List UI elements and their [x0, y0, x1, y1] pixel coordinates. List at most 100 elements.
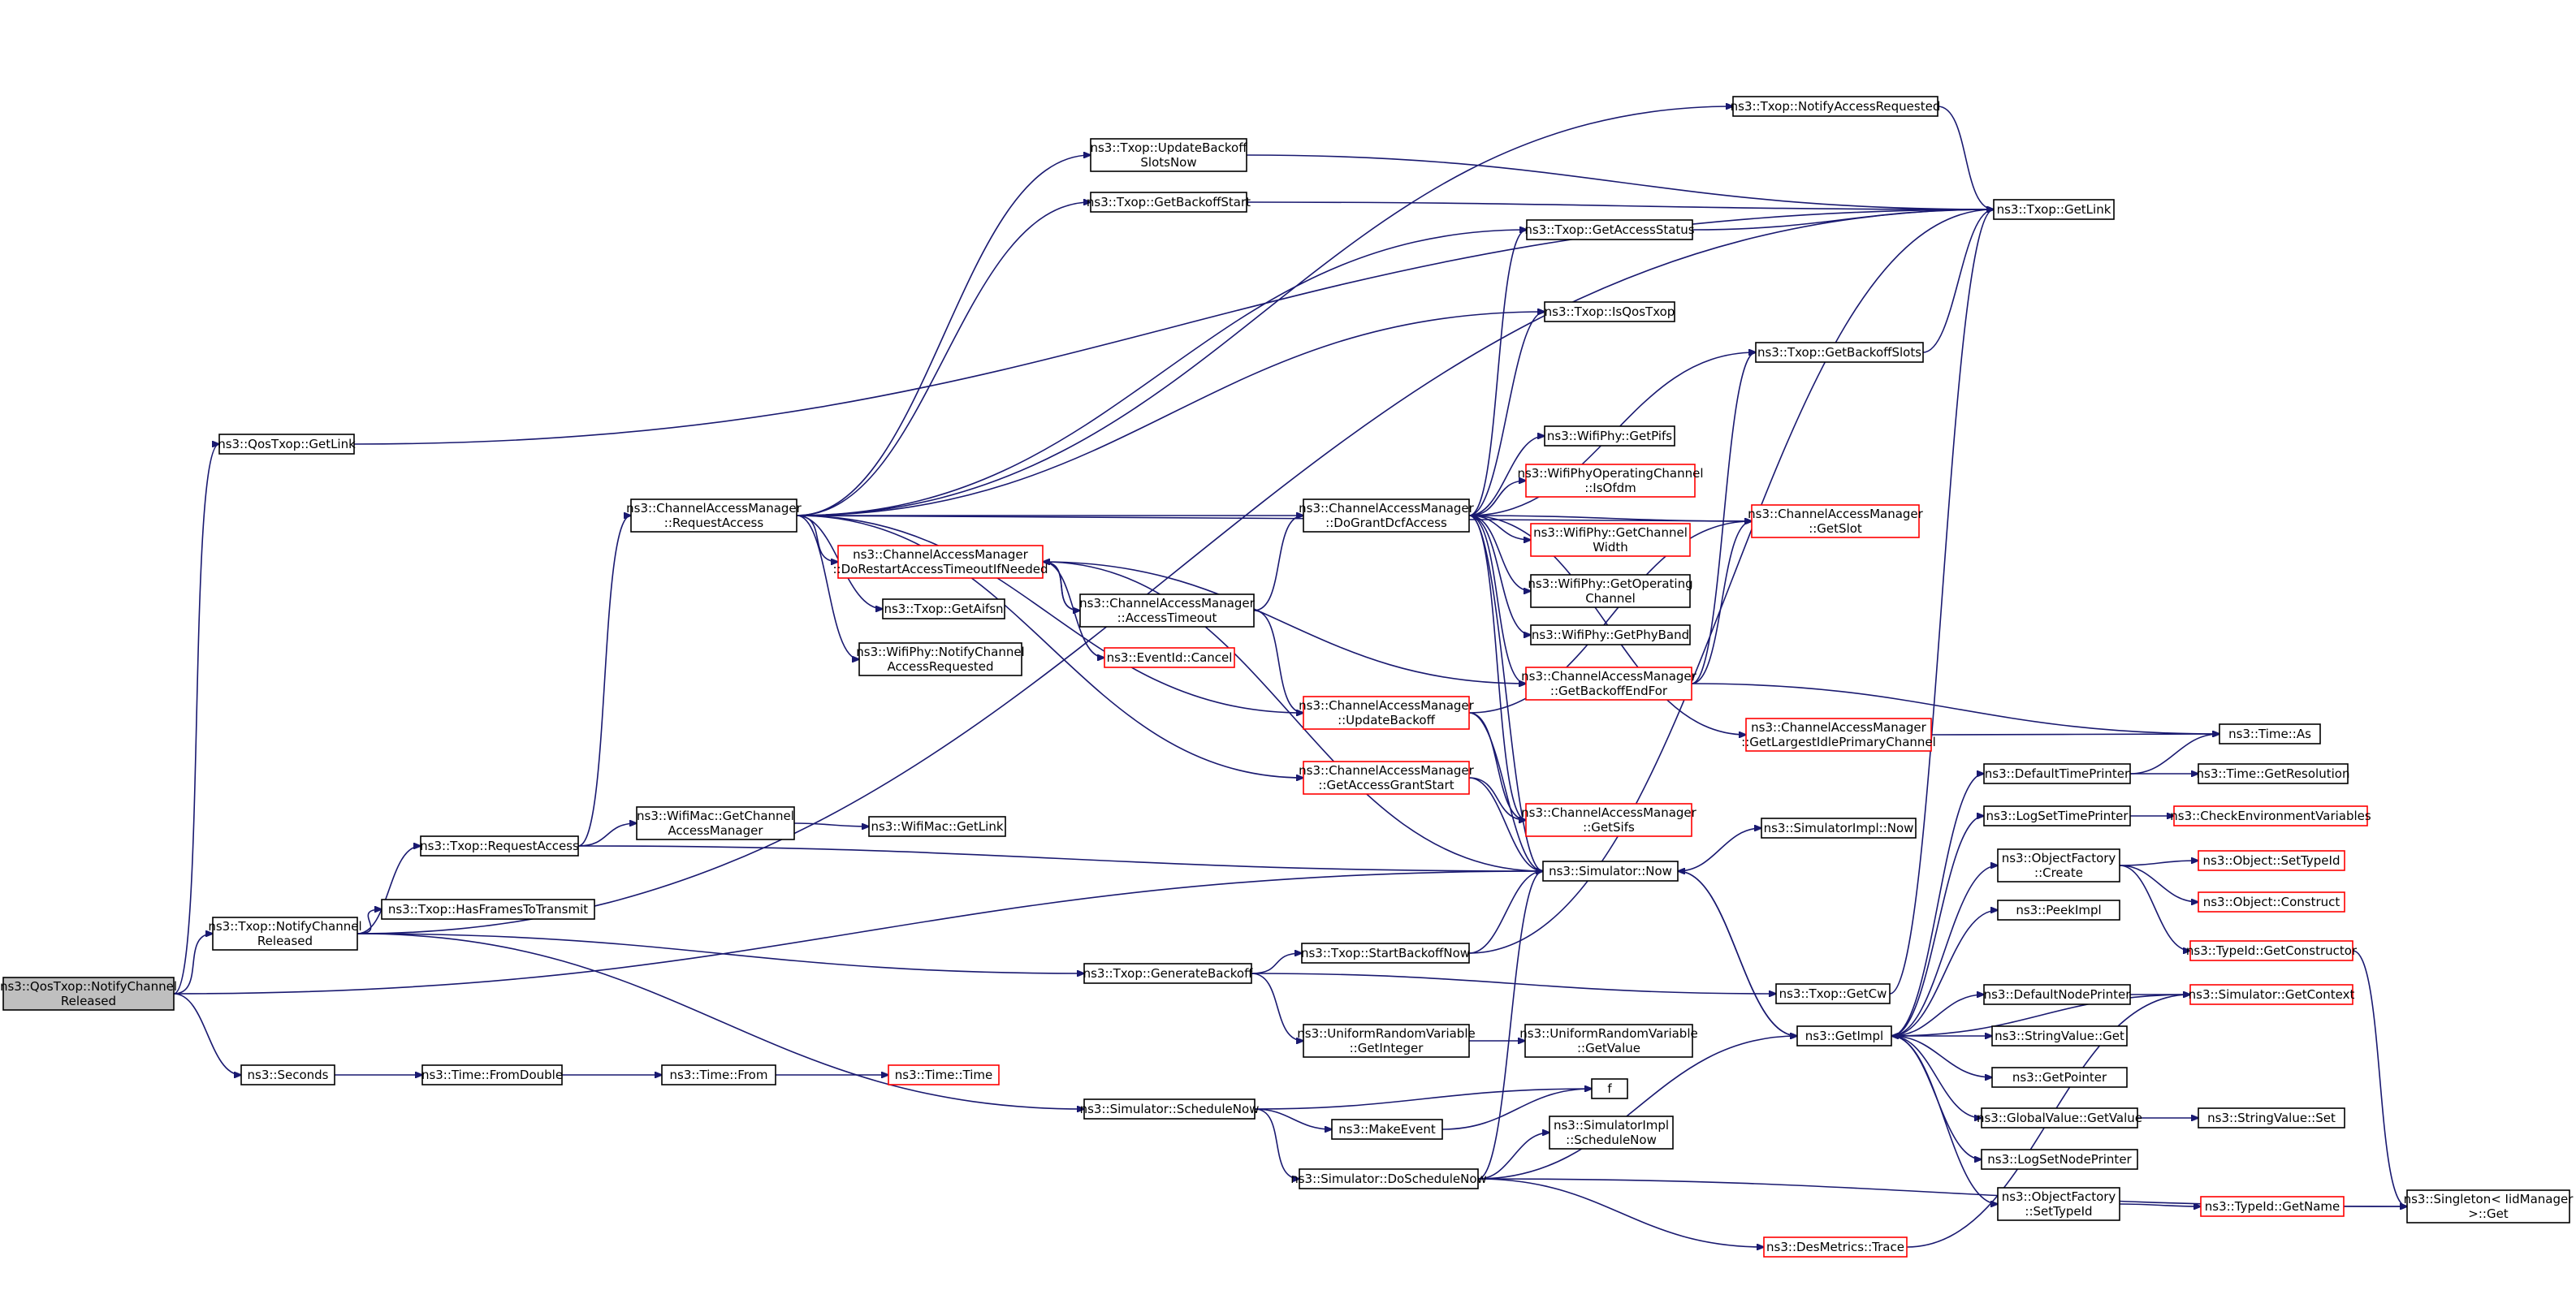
node-time-time[interactable]: ns3::Time::Time: [888, 1064, 1000, 1085]
node-cam-get-backoff-end[interactable]: ns3::ChannelAccessManager::GetBackoffEnd…: [1521, 667, 1697, 701]
node-sim-now[interactable]: ns3::Simulator::Now: [1542, 861, 1679, 882]
node-cam-req-access[interactable]: ns3::ChannelAccessManager::RequestAccess: [626, 498, 802, 533]
node-label: ::DoRestartAccessTimeoutIfNeeded: [832, 562, 1048, 576]
node-log-set-node-printer[interactable]: ns3::LogSetNodePrinter: [1981, 1149, 2138, 1170]
node-make-event[interactable]: ns3::MakeEvent: [1331, 1119, 1443, 1140]
node-cam-do-restart[interactable]: ns3::ChannelAccessManager::DoRestartAcce…: [832, 545, 1048, 579]
node-time-from[interactable]: ns3::Time::From: [661, 1064, 776, 1085]
node-uniform-get-val[interactable]: ns3::UniformRandomVariable::GetValue: [1519, 1024, 1698, 1058]
node-sim-impl-sched-now[interactable]: ns3::SimulatorImpl::ScheduleNow: [1549, 1116, 1674, 1150]
node-box: [2219, 723, 2321, 744]
node-sim-impl-now[interactable]: ns3::SimulatorImpl::Now: [1761, 818, 1917, 839]
node-label: ns3::WifiPhy::GetOperating: [1528, 576, 1692, 591]
node-cam-upd-backoff[interactable]: ns3::ChannelAccessManager::UpdateBackoff: [1299, 696, 1475, 730]
node-wifi-mac-get-link[interactable]: ns3::WifiMac::GetLink: [868, 816, 1006, 837]
node-sim-sched-now[interactable]: ns3::Simulator::ScheduleNow: [1080, 1098, 1260, 1120]
node-uniform-get-int[interactable]: ns3::UniformRandomVariable::GetInteger: [1297, 1024, 1476, 1058]
edge-txop-gen-backoff-to-uniform-get-int: [1251, 973, 1303, 1041]
node-time-as[interactable]: ns3::Time::As: [2219, 723, 2321, 744]
node-str-val-get[interactable]: ns3::StringValue::Get: [1991, 1025, 2128, 1047]
node-label: ::GetValue: [1577, 1041, 1640, 1055]
node-is-qos-txop[interactable]: ns3::Txop::IsQosTxop: [1544, 301, 1675, 322]
node-get-access-status[interactable]: ns3::Txop::GetAccessStatus: [1524, 219, 1695, 240]
node-notify-ch-acc-req[interactable]: ns3::WifiPhy::NotifyChannelAccessRequest…: [856, 642, 1025, 676]
node-obj-construct[interactable]: ns3::Object::Construct: [2198, 891, 2345, 913]
node-txop-gen-backoff[interactable]: ns3::Txop::GenerateBackoff: [1083, 963, 1253, 984]
node-txop-req-access[interactable]: ns3::Txop::RequestAccess: [420, 835, 579, 857]
node-check-env[interactable]: ns3::CheckEnvironmentVariables: [2170, 805, 2371, 826]
node-cam-get-sifs[interactable]: ns3::ChannelAccessManager::GetSifs: [1521, 803, 1697, 837]
node-label: >::Get: [2468, 1206, 2509, 1221]
node-box: [381, 899, 595, 920]
node-f-node[interactable]: f: [1591, 1078, 1628, 1099]
node-singleton-get[interactable]: ns3::Singleton< IidManager>::Get: [2404, 1189, 2574, 1223]
edge-cam-req-access-to-get-access-status: [796, 230, 1527, 516]
node-time-get-res[interactable]: ns3::Time::GetResolution: [2197, 763, 2350, 784]
node-cam-do-grant[interactable]: ns3::ChannelAccessManager::DoGrantDcfAcc…: [1299, 498, 1475, 533]
node-notify-access-req[interactable]: ns3::Txop::NotifyAccessRequested: [1731, 96, 1941, 117]
node-event-id-cancel[interactable]: ns3::EventId::Cancel: [1104, 647, 1235, 668]
node-sim-do-sched-now[interactable]: ns3::Simulator::DoScheduleNow: [1290, 1168, 1487, 1189]
node-get-pifs[interactable]: ns3::WifiPhy::GetPifs: [1544, 425, 1675, 447]
node-label: ns3::Txop::UpdateBackoff: [1090, 140, 1247, 155]
node-txop-get-link[interactable]: ns3::Txop::GetLink: [1993, 199, 2115, 220]
node-box: [1796, 1025, 1892, 1047]
node-txop-start-backoff[interactable]: ns3::Txop::StartBackoffNow: [1301, 943, 1470, 964]
node-is-ofdm[interactable]: ns3::WifiPhyOperatingChannel::IsOfdm: [1517, 464, 1704, 498]
node-label: ns3::ChannelAccessManager: [1299, 698, 1474, 713]
node-get-pointer[interactable]: ns3::GetPointer: [1991, 1067, 2128, 1088]
node-label: ns3::ChannelAccessManager: [1299, 501, 1474, 516]
edge-sim-do-sched-now-to-sim-now: [1477, 871, 1543, 1180]
node-des-trace[interactable]: ns3::DesMetrics::Trace: [1763, 1236, 1908, 1258]
node-box: [1544, 301, 1675, 322]
node-label: ns3::Simulator::DoScheduleNow: [1290, 1172, 1487, 1186]
node-get-phy-band[interactable]: ns3::WifiPhy::GetPhyBand: [1530, 624, 1691, 645]
node-obj-fact-set-type-id[interactable]: ns3::ObjectFactory::SetTypeId: [1997, 1187, 2120, 1221]
node-global-val-get[interactable]: ns3::GlobalValue::GetValue: [1977, 1107, 2142, 1129]
node-box: [1083, 963, 1252, 984]
edge-txop-start-backoff-to-sim-now: [1468, 871, 1543, 954]
node-label: Channel: [1585, 591, 1636, 606]
node-box: [1524, 1024, 1693, 1058]
node-label: ns3::ChannelAccessManager: [626, 501, 802, 516]
edge-txop-notify-ch-released-to-txop-get-link: [357, 209, 1994, 934]
node-qos-get-link[interactable]: ns3::QosTxop::GetLink: [218, 434, 356, 455]
node-label: ns3::PeekImpl: [2016, 903, 2101, 917]
node-cam-get-slot[interactable]: ns3::ChannelAccessManager::GetSlot: [1748, 504, 1924, 538]
node-log-set-time-printer[interactable]: ns3::LogSetTimePrinter: [1983, 805, 2131, 826]
node-box: [661, 1064, 776, 1085]
edge-cam-access-timeout-to-cam-do-restart: [1043, 562, 1081, 611]
node-get-backoff-slots[interactable]: ns3::Txop::GetBackoffSlots: [1755, 342, 1924, 363]
node-cam-get-access-grant[interactable]: ns3::ChannelAccessManager::GetAccessGran…: [1299, 761, 1475, 795]
node-time-from-double[interactable]: ns3::Time::FromDouble: [421, 1064, 563, 1085]
node-has-frames[interactable]: ns3::Txop::HasFramesToTransmit: [381, 899, 595, 920]
node-str-val-set[interactable]: ns3::StringValue::Set: [2198, 1107, 2345, 1129]
node-peek-impl[interactable]: ns3::PeekImpl: [1997, 900, 2120, 921]
node-cam-access-timeout[interactable]: ns3::ChannelAccessManager::AccessTimeout: [1079, 593, 1256, 628]
node-cam-get-largest[interactable]: ns3::ChannelAccessManager::GetLargestIdl…: [1741, 718, 1936, 752]
node-label: ns3::Txop::GetAccessStatus: [1524, 222, 1694, 237]
node-sim-get-context[interactable]: ns3::Simulator::GetContext: [2189, 984, 2355, 1005]
node-get-impl[interactable]: ns3::GetImpl: [1796, 1025, 1892, 1047]
node-type-id-get-name[interactable]: ns3::TypeId::GetName: [2200, 1196, 2345, 1217]
node-label: ns3::CheckEnvironmentVariables: [2170, 809, 2371, 823]
edge-cam-do-grant-to-cam-get-sifs: [1468, 515, 1526, 820]
edge-root-to-seconds: [173, 993, 241, 1075]
edge-cam-req-access-to-get-backoff-start: [796, 202, 1091, 516]
node-txop-get-aifsn[interactable]: ns3::Txop::GetAifsn: [882, 598, 1005, 619]
node-def-time-printer[interactable]: ns3::DefaultTimePrinter: [1983, 763, 2131, 784]
node-txop-get-cw[interactable]: ns3::Txop::GetCw: [1775, 983, 1891, 1004]
node-type-id-get-ctor[interactable]: ns3::TypeId::GetConstructor: [2186, 940, 2358, 961]
node-def-node-printer[interactable]: ns3::DefaultNodePrinter: [1983, 984, 2132, 1005]
node-get-backoff-start[interactable]: ns3::Txop::GetBackoffStart: [1087, 192, 1251, 213]
node-seconds[interactable]: ns3::Seconds: [240, 1064, 335, 1085]
node-obj-set-type-id[interactable]: ns3::Object::SetTypeId: [2198, 850, 2345, 871]
node-obj-fact-create[interactable]: ns3::ObjectFactory::Create: [1997, 848, 2120, 883]
